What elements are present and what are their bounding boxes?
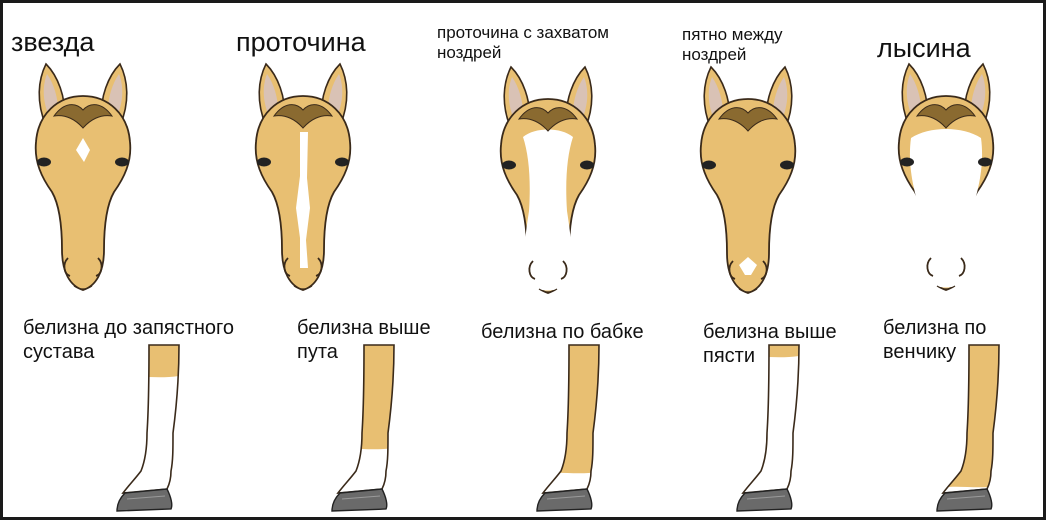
horse-leg-fetlock	[328, 343, 428, 515]
horse-leg-metacarpus	[733, 343, 833, 515]
horse-head-stripe	[238, 58, 368, 293]
left-eye	[257, 158, 271, 167]
leg-white-marking	[733, 353, 813, 503]
horse-head-blaze	[881, 58, 1011, 293]
right-eye	[580, 161, 594, 170]
horse-head-stripe-nostrils	[483, 61, 613, 296]
right-eye	[335, 158, 349, 167]
hoof	[537, 489, 592, 511]
horse-head-star	[18, 58, 148, 293]
left-eye	[37, 158, 51, 167]
horse-leg-pastern	[533, 343, 633, 515]
hoof	[737, 489, 792, 511]
head-label-stripe: проточина	[236, 27, 366, 59]
horse-leg-carpus	[113, 343, 213, 515]
leg-white-marking	[113, 373, 193, 503]
left-eye	[900, 158, 914, 167]
right-eye	[115, 158, 129, 167]
hoof	[937, 489, 992, 511]
hoof	[332, 489, 387, 511]
leg-label-pastern: белизна по бабке	[481, 321, 644, 345]
white-blaze-marking	[910, 129, 982, 288]
head-label-star: звезда	[11, 27, 94, 59]
horse-leg-coronet	[933, 343, 1033, 515]
right-eye	[978, 158, 992, 167]
left-eye	[702, 161, 716, 170]
hoof	[117, 489, 172, 511]
right-eye	[780, 161, 794, 170]
left-eye	[502, 161, 516, 170]
horse-head-snip	[683, 61, 813, 296]
